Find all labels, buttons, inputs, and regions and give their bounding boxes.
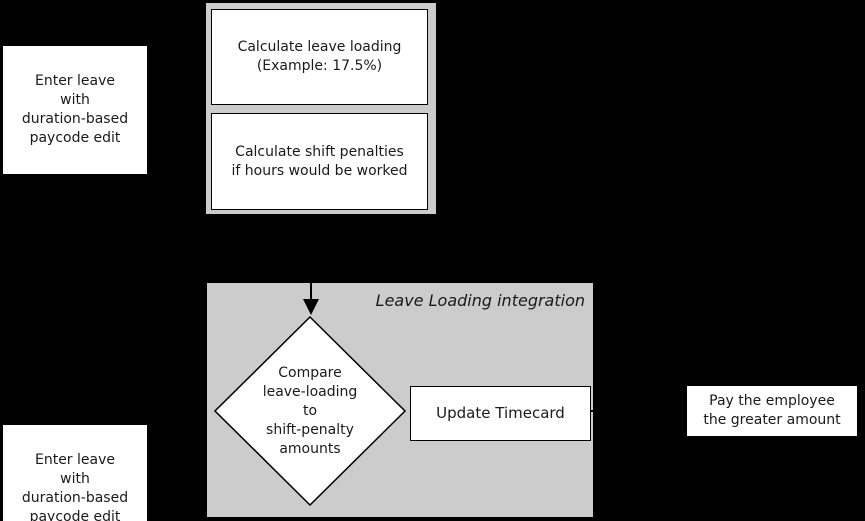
node-enter-leave-bottom-label: Enter leave with duration-based paycode … [21,452,129,521]
node-calculate-shift-penalties: Calculate shift penalties if hours would… [211,113,428,210]
group-leave-loading-integration: Leave Loading integration Compare leave-… [206,282,596,518]
arrow-down-icon [303,299,319,315]
group-integration-title: Leave Loading integration [375,291,585,310]
flow-arrow-line [310,283,312,301]
decision-diamond-shape [214,316,406,506]
node-calculate-leave-loading: Calculate leave loading (Example: 17.5%) [211,9,428,105]
group-calculations: Calculate leave loading (Example: 17.5%)… [205,2,437,215]
node-update-timecard: Update Timecard [410,386,591,441]
connector-line [590,410,596,412]
node-pay-employee-label: Pay the employee the greater amount [703,393,841,428]
node-enter-leave-bottom: Enter leave with duration-based paycode … [2,424,148,521]
node-pay-employee: Pay the employee the greater amount [686,385,858,437]
node-enter-leave-top: Enter leave with duration-based paycode … [2,45,148,175]
node-compare-decision-label: Compare leave-loading to shift-penalty a… [262,364,358,457]
node-enter-leave-top-label: Enter leave with duration-based paycode … [21,73,129,146]
node-calculate-leave-loading-label: Calculate leave loading (Example: 17.5%) [237,39,402,74]
node-update-timecard-label: Update Timecard [436,404,565,422]
node-calculate-shift-penalties-label: Calculate shift penalties if hours would… [231,143,408,179]
node-compare-decision: Compare leave-loading to shift-penalty a… [230,363,390,459]
